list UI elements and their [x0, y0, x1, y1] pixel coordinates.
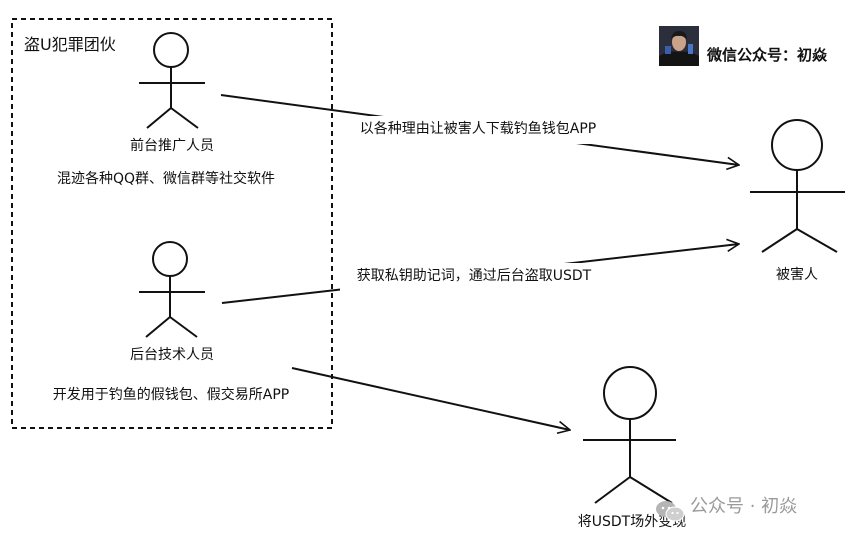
group-title: 盗U犯罪团伙 — [24, 35, 116, 54]
tech-name: 后台技术人员 — [130, 347, 214, 363]
avatar — [659, 26, 699, 66]
edge-label-tech-victim: 获取私钥助记词，通过后台盗取USDT — [356, 268, 592, 284]
edge-label-bg-1 — [340, 116, 618, 144]
promoter-figure — [139, 32, 205, 129]
wechat-icon — [656, 501, 685, 522]
victim-name: 被害人 — [776, 267, 818, 283]
cashout-figure — [583, 366, 676, 504]
edge-label-promoter-victim: 以各种理由让被害人下载钓鱼钱包APP — [359, 121, 597, 137]
tech-figure — [139, 241, 205, 338]
watermark-text: 公众号 · 初焱 — [690, 496, 798, 517]
promoter-name: 前台推广人员 — [130, 138, 214, 154]
promoter-description: 混迹各种QQ群、微信群等社交软件 — [56, 171, 276, 187]
group-boundary — [11, 18, 333, 429]
account-label: 微信公众号：初焱 — [707, 46, 828, 64]
tech-description: 开发用于钓鱼的假钱包、假交易所APP — [52, 387, 290, 403]
edge-label-bg-2 — [340, 263, 608, 291]
cashout-name: 将USDT场外变现 — [577, 514, 687, 530]
victim-figure — [750, 119, 845, 253]
edge-tech-cashout-arrow — [291, 367, 570, 430]
